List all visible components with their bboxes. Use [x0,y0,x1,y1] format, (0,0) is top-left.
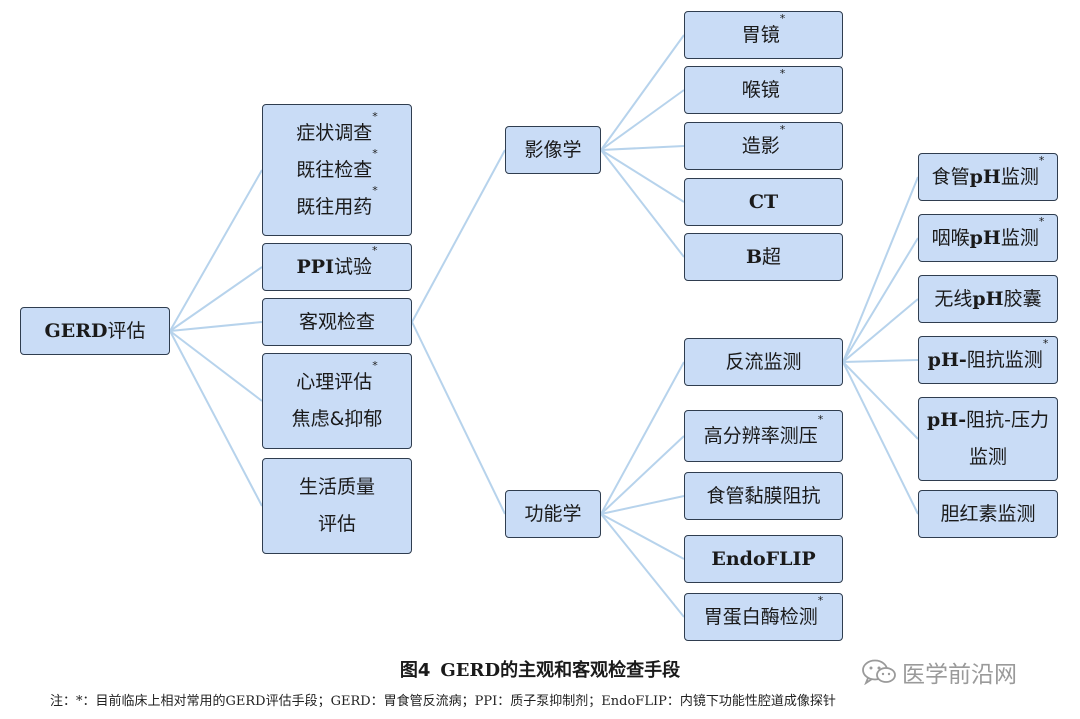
node-endoflip: EndoFLIP [684,535,843,583]
node-label-line: 无线pH胶囊 [934,287,1042,310]
node-symptom: 症状调查*既往检查*既往用药* [262,104,412,236]
node-label-line: EndoFLIP [711,547,816,570]
edge-functional-pepsin [600,513,685,618]
node-label-line: 食管黏膜阻抗 [706,484,821,507]
edge-reflux-wireless_ph [842,298,919,363]
node-label-line: 心理评估* [296,359,378,393]
node-label-line: 焦虑&抑郁 [291,408,383,430]
node-label-line: GERD评估 [44,319,146,342]
edge-imaging-gastroscopy [600,34,685,151]
node-imaging: 影像学 [505,126,601,174]
node-reflux: 反流监测 [684,338,843,386]
edge-functional-mucosal [600,495,685,515]
node-bus: B超 [684,233,843,281]
edge-functional-reflux [600,361,685,515]
edge-reflux-pharyng_ph [842,237,919,363]
node-label-line: 胃镜* [741,11,786,46]
node-label-line: 胆红素监测 [940,502,1036,525]
watermark-text: 医学前沿网 [902,662,1017,688]
node-bilirubin: 胆红素监测 [918,490,1058,538]
node-hrm: 高分辨率测压* [684,410,843,462]
node-functional: 功能学 [505,490,601,538]
edge-imaging-laryngoscopy [600,89,685,151]
node-label-line: 造影* [741,122,786,157]
node-label-line: 喉镜* [741,66,786,101]
edge-objective-imaging [411,149,506,323]
node-wireless-ph: 无线pH胶囊 [918,275,1058,323]
node-label-line: 胃蛋白酶检测* [703,593,824,628]
edge-reflux-ph_imp_pressure [842,361,919,440]
edge-gerd-objective [169,321,263,332]
edge-imaging-contrast [600,145,685,151]
node-label-line: pH-阻抗监测* [927,336,1049,371]
figure-caption-text: GERD的主观和客观检查手段 [440,660,681,681]
node-ph-imp: pH-阻抗监测* [918,336,1058,384]
node-pepsin: 胃蛋白酶检测* [684,593,843,641]
node-label-line: 功能学 [524,502,582,525]
node-esoph-ph: 食管pH监测* [918,153,1058,201]
node-ct: CT [684,178,843,226]
node-mucosal: 食管黏膜阻抗 [684,472,843,520]
node-label-line: 评估 [317,513,356,535]
edge-gerd-symptom [169,169,263,332]
figure-note: 注：*：目前临床上相对常用的GERD评估手段；GERD：胃食管反流病；PPI：质… [50,694,836,709]
node-ppi: PPI试验* [262,243,412,291]
node-label-line: 监测 [968,446,1007,468]
node-label-line: 影像学 [524,138,582,161]
node-label-line: pH-阻抗-压力 [926,409,1049,431]
node-label-line: 症状调查* [296,109,378,144]
node-label-line: 生活质量 [298,476,375,498]
edge-gerd-ppi [169,266,263,332]
node-laryngoscopy: 喉镜* [684,66,843,114]
edge-imaging-bus [600,149,685,258]
edge-reflux-esoph_ph [842,176,919,363]
node-objective: 客观检查 [262,298,412,346]
node-label-line: CT [748,190,779,213]
edge-imaging-ct [600,149,685,203]
watermark: 医学前沿网 [862,655,1017,689]
node-label-line: 客观检查 [298,310,375,333]
edge-reflux-bilirubin [842,361,919,515]
node-label-line: 食管pH监测* [931,153,1045,188]
node-pharyng-ph: 咽喉pH监测* [918,214,1058,262]
node-label-line: 反流监测 [725,350,802,373]
figure-caption: 图4 GERD的主观和客观检查手段 [0,656,1080,682]
edge-functional-hrm [600,435,685,515]
node-contrast: 造影* [684,122,843,170]
figure-caption-label: 图4 [399,660,431,681]
edge-objective-functional [411,321,506,515]
node-psych: 心理评估* 焦虑&抑郁 [262,353,412,449]
node-label-line: 高分辨率测压* [703,412,824,447]
edge-gerd-qol [169,330,263,507]
wechat-icon [862,659,896,685]
edge-gerd-psych [169,330,263,402]
edge-functional-endoflip [600,513,685,560]
node-ph-imp-pressure: pH-阻抗-压力监测 [918,397,1058,481]
edge-reflux-ph_imp [842,359,919,363]
node-label-line: PPI试验* [296,243,378,278]
node-qol: 生活质量评估 [262,458,412,554]
node-label-line: 既往用药* [296,183,378,218]
node-label-line: B超 [745,245,782,268]
node-gerd: GERD评估 [20,307,170,355]
node-label-line: 既往检查* [296,146,378,181]
node-label-line: 咽喉pH监测* [931,214,1045,249]
node-gastroscopy: 胃镜* [684,11,843,59]
